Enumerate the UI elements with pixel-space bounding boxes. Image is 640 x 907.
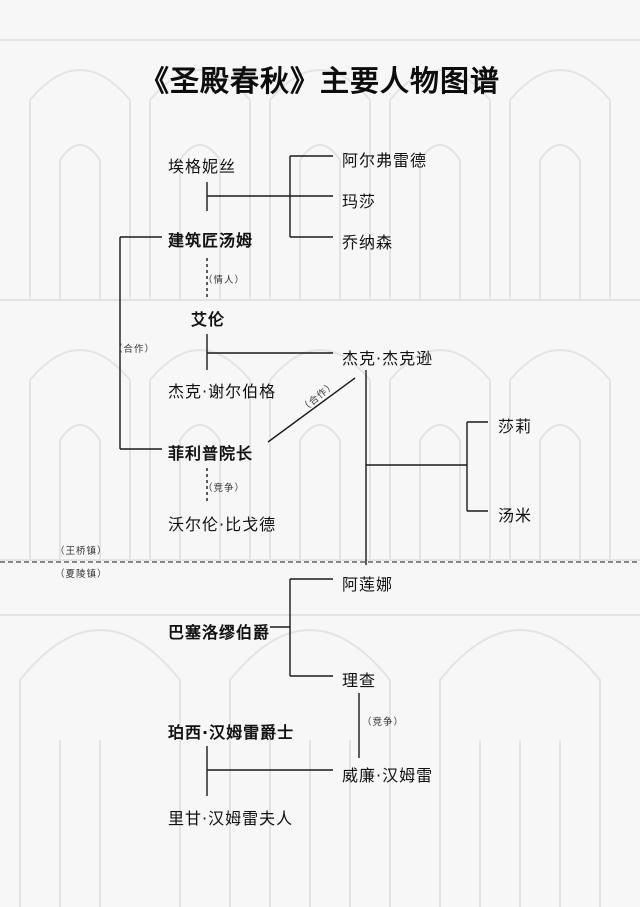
person-prior-philip: 菲利普院长 xyxy=(168,444,254,463)
person-martha: 玛莎 xyxy=(342,192,377,211)
person-tommy: 汤米 xyxy=(498,506,533,525)
relation-label-lovers: （情人） xyxy=(203,275,246,286)
person-percy-hamleigh: 珀西·汉姆雷爵士 xyxy=(168,723,295,742)
person-alfred: 阿尔弗雷德 xyxy=(342,151,428,170)
page-title: 《圣殿春秋》主要人物图谱 xyxy=(139,64,500,98)
person-jonathan: 乔纳森 xyxy=(342,233,394,252)
relation-label-rivalry-lower: （竞争） xyxy=(362,717,405,728)
place-label-kingsbridge: （王桥镇） xyxy=(55,546,108,557)
person-count-bartholomew: 巴塞洛缪伯爵 xyxy=(168,623,271,642)
relation-label-rivalry-upper: （竞争） xyxy=(203,483,246,494)
person-jack-jackson: 杰克·杰克逊 xyxy=(342,349,434,368)
person-aliena: 阿莲娜 xyxy=(342,575,394,594)
person-william-hamleigh: 威廉·汉姆雷 xyxy=(342,766,434,785)
person-ellen: 艾伦 xyxy=(191,310,226,329)
relation-label-cooperation-left: （合作） xyxy=(113,344,156,355)
place-label-shiring: （夏陵镇） xyxy=(55,569,108,580)
person-jack-shelborg: 杰克·谢尔伯格 xyxy=(168,382,277,401)
cooperation-diagonal xyxy=(267,377,356,443)
person-tom-builder: 建筑匠汤姆 xyxy=(168,231,254,250)
person-sally: 莎莉 xyxy=(498,417,533,436)
person-richard: 理查 xyxy=(342,671,377,690)
person-regan-hamleigh: 里甘·汉姆雷夫人 xyxy=(168,809,294,828)
person-waleran-bigod: 沃尔伦·比戈德 xyxy=(168,515,277,534)
person-agnes: 埃格妮丝 xyxy=(168,157,237,176)
